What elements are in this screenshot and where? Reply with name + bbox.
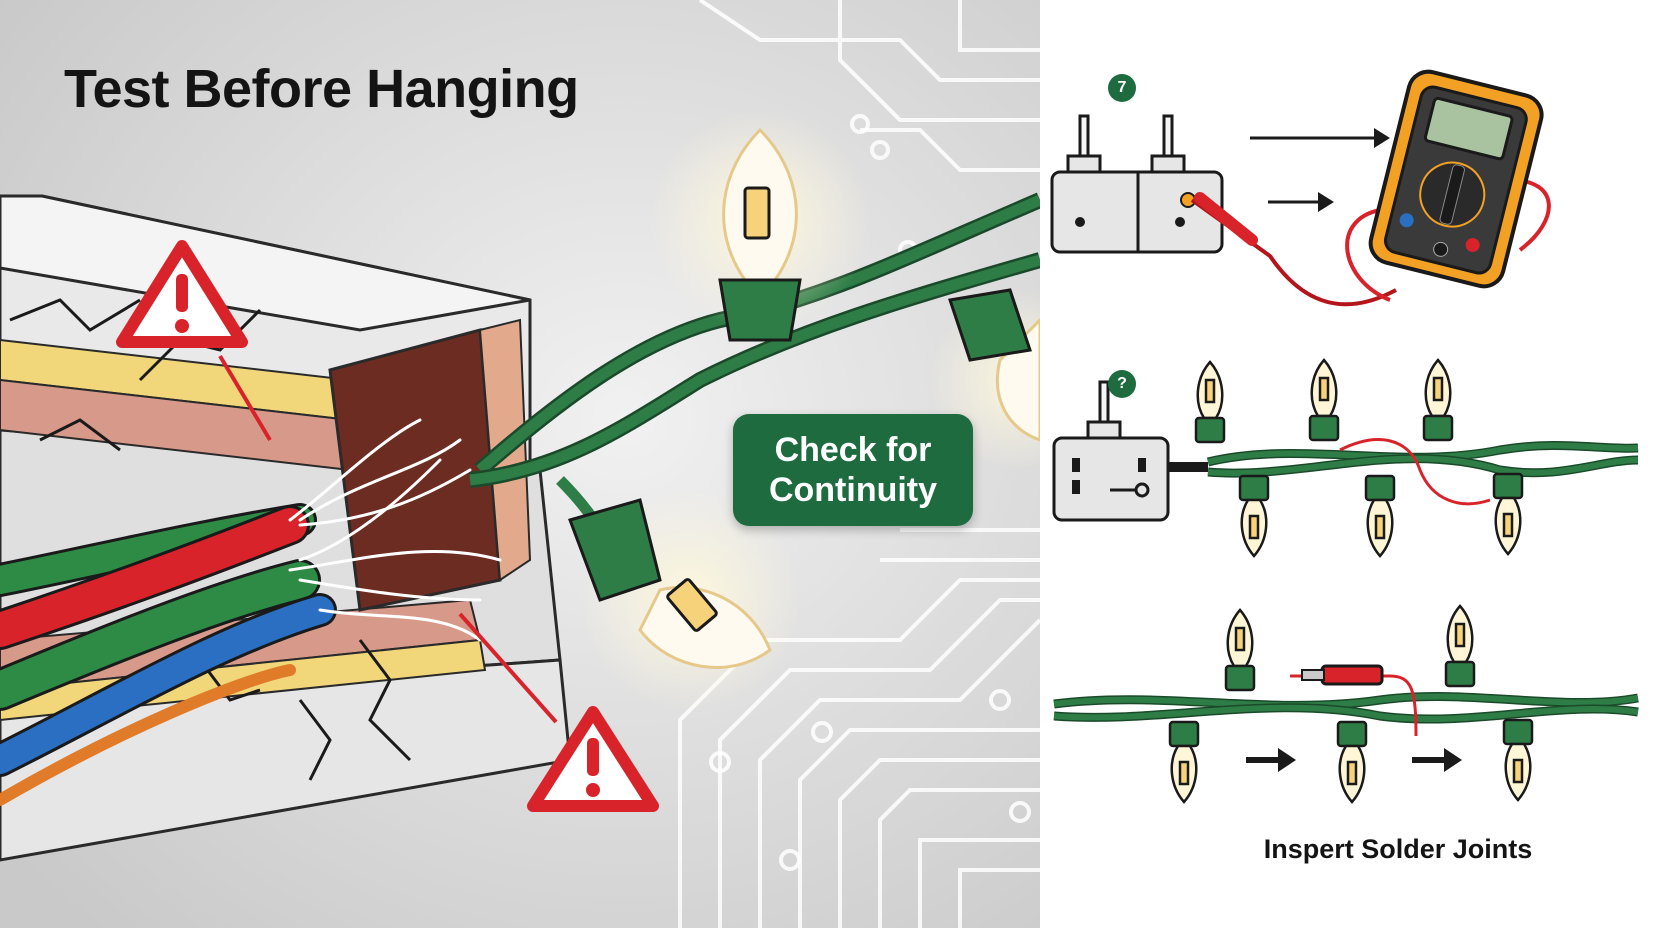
warning-icon bbox=[116, 240, 272, 442]
bulb-icon bbox=[1168, 604, 1534, 804]
bulb-icon bbox=[1194, 358, 1524, 558]
callout-line-2: Continuity bbox=[768, 471, 938, 509]
steps-illustration bbox=[1050, 69, 1639, 804]
plug-icon bbox=[1050, 114, 1224, 254]
page-title: Test Before Hanging bbox=[64, 59, 579, 119]
arrow-right-icon bbox=[1246, 748, 1296, 772]
steps-panel: 7 ? Inspert Solder Joints bbox=[1040, 0, 1664, 928]
light-string bbox=[1206, 438, 1639, 506]
bulb-icon bbox=[568, 490, 800, 710]
light-string bbox=[1053, 674, 1639, 737]
bulb-icon bbox=[930, 288, 1040, 470]
exposed-wires bbox=[0, 418, 502, 806]
solder-joint bbox=[1301, 664, 1384, 686]
continuity-callout: Check for Continuity bbox=[733, 414, 973, 526]
damage-illustration-panel: Test Before Hanging Check for Continuity bbox=[0, 0, 1040, 928]
arrow-right-icon bbox=[1268, 192, 1334, 212]
step-badge-2: ? bbox=[1108, 370, 1136, 398]
step-badge-1: 7 bbox=[1108, 74, 1136, 102]
plug-icon bbox=[1052, 380, 1208, 522]
arrow-right-icon bbox=[1412, 748, 1462, 772]
warning-icon bbox=[458, 612, 659, 812]
bulb-icon bbox=[650, 110, 870, 342]
multimeter-icon bbox=[1190, 69, 1551, 307]
arrow-right-icon bbox=[1250, 128, 1390, 148]
step-caption: Inspert Solder Joints bbox=[1263, 834, 1533, 864]
circuit-traces bbox=[678, 0, 1040, 928]
callout-line-1: Check for bbox=[774, 431, 932, 469]
